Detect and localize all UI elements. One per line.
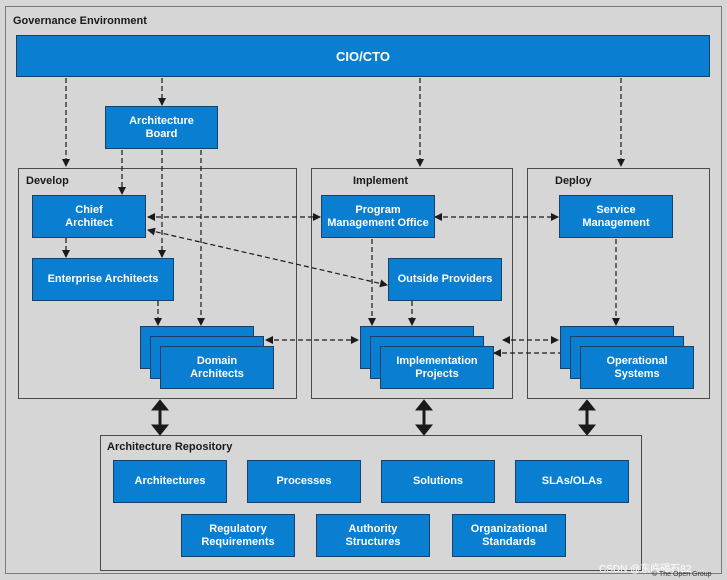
repository-item-slas-olas: SLAs/OLAs: [515, 460, 629, 503]
service-management-box: Service Management: [559, 195, 673, 238]
repository-item-processes: Processes: [247, 460, 361, 503]
repository-item-regulatory-requirements: Regulatory Requirements: [181, 514, 295, 557]
develop-title: Develop: [26, 175, 69, 187]
repository-item-authority-structures: Authority Structures: [316, 514, 430, 557]
chief-architect-box: Chief Architect: [32, 195, 146, 238]
implement-title: Implement: [353, 175, 409, 187]
operational-systems-box: Operational Systems: [580, 346, 694, 389]
enterprise-architects-box: Enterprise Architects: [32, 258, 174, 301]
repository-item-organizational-standards: Organizational Standards: [452, 514, 566, 557]
architecture-board-box: Architecture Board: [105, 106, 218, 149]
csdn-watermark: CSDN @东临碣石82: [599, 564, 692, 575]
outside-providers-box: Outside Providers: [388, 258, 502, 301]
program-management-office-box: Program Management Office: [321, 195, 435, 238]
architecture-repository-title: Architecture Repository: [107, 441, 233, 453]
deploy-title: Deploy: [555, 175, 592, 187]
governance-environment-title: Governance Environment: [13, 15, 147, 27]
cio-cto-bar: CIO/CTO: [16, 35, 710, 77]
domain-architects-box: Domain Architects: [160, 346, 274, 389]
repository-item-architectures: Architectures: [113, 460, 227, 503]
repository-item-solutions: Solutions: [381, 460, 495, 503]
open-group-copyright: © The Open Group: [652, 571, 712, 578]
implementation-projects-box: Implementation Projects: [380, 346, 494, 389]
